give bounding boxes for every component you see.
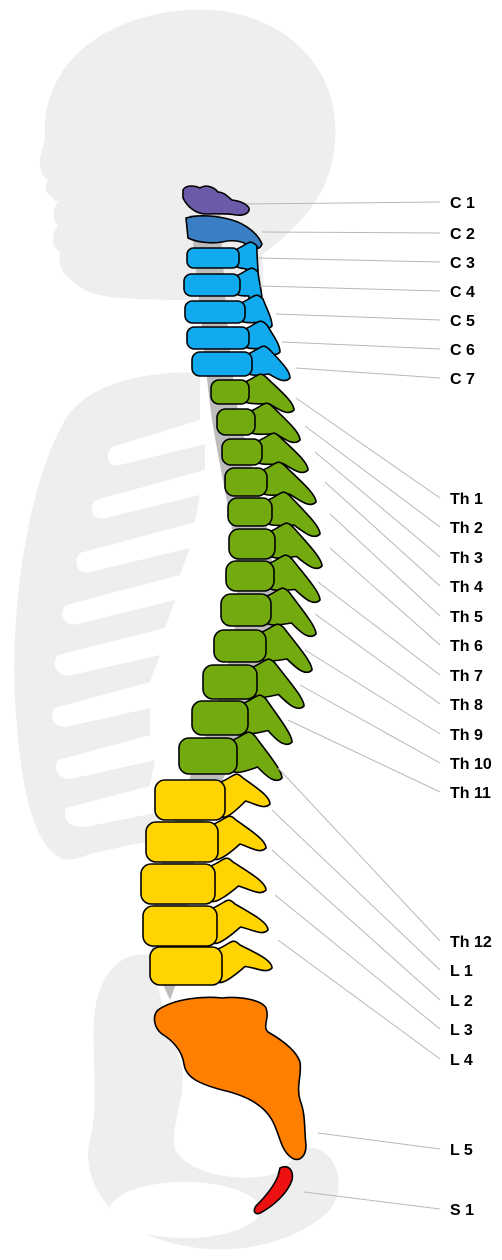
vertebral-body-l5: [150, 947, 222, 985]
leader-line-th10: [300, 685, 440, 763]
leader-line-th2: [305, 426, 440, 527]
vertebral-body-l1: [155, 780, 225, 820]
label-l1: L 1: [450, 963, 473, 980]
label-th5: Th 5: [450, 609, 483, 626]
vertebral-body-l2: [146, 822, 218, 862]
leader-line-th1: [296, 398, 440, 498]
vertebra-labels: C 1 C 2 C 3 C 4 C 5 C 6 C 7 Th 1 Th 2 Th 3 Th 4 Th …: [450, 195, 492, 1219]
label-c2: C 2: [450, 226, 475, 243]
label-l2: L 2: [450, 993, 473, 1010]
label-c7: C 7: [450, 371, 475, 388]
vertebral-body-c3: [187, 248, 239, 268]
leader-line-th3: [315, 452, 440, 557]
vertebra-l5: [150, 941, 272, 985]
vertebra-l1: [155, 774, 270, 820]
spinous-process-l3: [207, 858, 266, 901]
label-th11: Th 11: [450, 785, 491, 802]
leader-line-c7: [296, 368, 440, 378]
label-c4: C 4: [450, 284, 475, 301]
vertebral-body-th8: [221, 594, 271, 626]
label-c5: C 5: [450, 313, 475, 330]
pelvis-opening: [110, 1182, 260, 1238]
vertebra-l3: [141, 858, 266, 904]
vertebral-body-l4: [143, 906, 217, 946]
vertebra-th12: [179, 732, 282, 780]
leader-line-l4: [278, 940, 440, 1059]
vertebral-body-c4: [184, 274, 240, 296]
leader-line-c5: [276, 314, 440, 320]
vertebral-body-th11: [192, 701, 248, 735]
label-l3: L 3: [450, 1022, 473, 1039]
label-l4: L 4: [450, 1052, 473, 1069]
leader-line-th12: [278, 768, 440, 941]
vertebral-body-th7: [226, 561, 274, 591]
label-c1: C 1: [450, 195, 475, 212]
leader-line-c4: [260, 286, 440, 291]
label-c6: C 6: [450, 342, 475, 359]
vertebral-body-th12: [179, 738, 237, 774]
vertebral-body-l3: [141, 864, 215, 904]
label-s1: S 1: [450, 1202, 474, 1219]
leader-line-l5: [318, 1133, 440, 1149]
vertebral-body-th10: [203, 665, 257, 699]
label-th8: Th 8: [450, 697, 483, 714]
vertebral-body-th2: [217, 409, 255, 435]
label-th3: Th 3: [450, 550, 483, 567]
label-l5: L 5: [450, 1142, 473, 1159]
leader-line-l1: [272, 810, 440, 970]
label-th9: Th 9: [450, 727, 483, 744]
label-c3: C 3: [450, 255, 475, 272]
label-th12: Th 12: [450, 934, 492, 951]
vertebral-body-th6: [229, 529, 275, 559]
leader-line-th11: [288, 720, 440, 792]
leader-line-th5: [330, 514, 440, 616]
vertebra-l4: [143, 900, 268, 946]
vertebra-l2: [146, 816, 266, 862]
vertebral-body-th4: [225, 468, 267, 496]
label-th4: Th 4: [450, 579, 483, 596]
label-th6: Th 6: [450, 638, 483, 655]
leader-line-th9: [305, 650, 440, 734]
label-th7: Th 7: [450, 668, 483, 685]
spinous-process-l4: [209, 900, 268, 943]
vertebral-body-c6: [187, 327, 249, 349]
vertebral-body-th5: [228, 498, 272, 526]
vertebral-body-th9: [214, 630, 266, 662]
leader-line-c2: [262, 232, 440, 233]
leader-line-th6: [330, 548, 440, 645]
leader-line-th4: [325, 482, 440, 586]
label-th2: Th 2: [450, 520, 483, 537]
vertebral-body-c7: [192, 352, 252, 376]
leader-line-c3: [258, 258, 440, 262]
vertebral-body-c5: [185, 301, 245, 323]
leader-line-c6: [282, 342, 440, 349]
vertebral-body-th1: [211, 380, 249, 404]
leader-line-l2: [272, 850, 440, 1000]
label-th10: Th 10: [450, 756, 492, 773]
label-th1: Th 1: [450, 491, 483, 508]
vertebral-body-th3: [222, 439, 262, 465]
